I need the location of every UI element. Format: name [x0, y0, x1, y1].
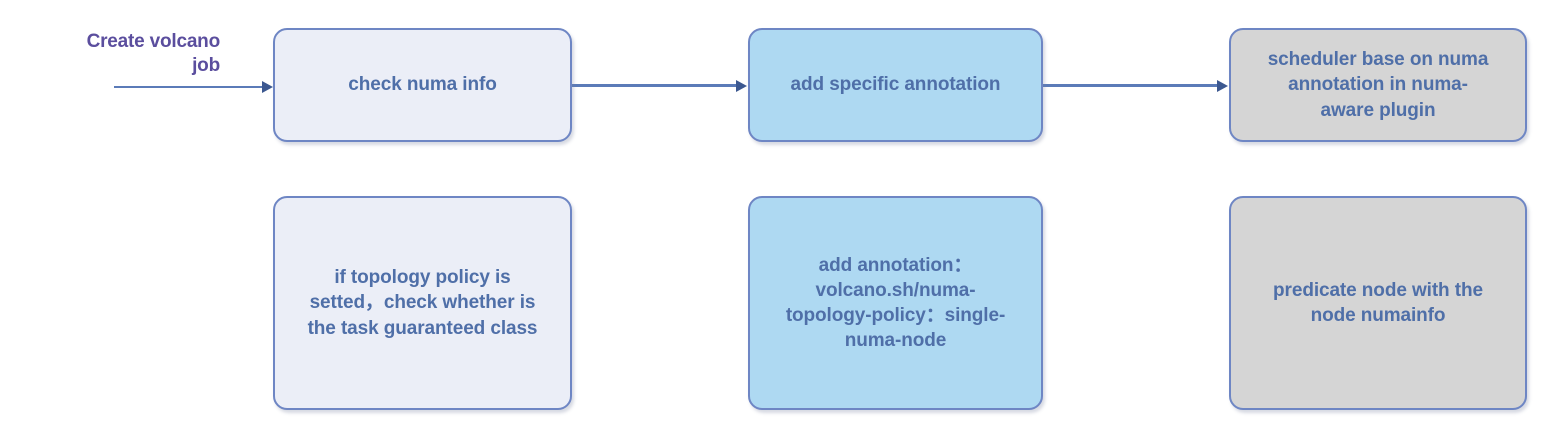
- edge-label-create-volcano-job: Create volcano job: [86, 31, 221, 76]
- arrow-check-numa-info-to-add-specific-annotation: [572, 80, 749, 92]
- arrow-shaft: [572, 84, 738, 87]
- node-add-specific-annotation[interactable]: add specific annotation: [748, 28, 1043, 142]
- arrow-shaft: [1043, 84, 1219, 87]
- node-predicate-node[interactable]: predicate node with the node numainfo: [1229, 196, 1527, 410]
- arrow-input-to-check-numa-info: [114, 81, 274, 93]
- node-scheduler-base-on-numa[interactable]: scheduler base on numa annotation in num…: [1229, 28, 1527, 142]
- node-if-topology-policy[interactable]: if topology policy is setted，check wheth…: [273, 196, 572, 410]
- arrow-head-icon: [262, 81, 273, 93]
- arrow-head-icon: [736, 80, 747, 92]
- node-check-numa-info[interactable]: check numa info: [273, 28, 572, 142]
- arrow-head-icon: [1217, 80, 1228, 92]
- node-add-annotation-detail[interactable]: add annotation： volcano.sh/numa- topolog…: [748, 196, 1043, 410]
- arrow-add-specific-annotation-to-scheduler: [1043, 80, 1230, 92]
- arrow-shaft: [114, 86, 264, 88]
